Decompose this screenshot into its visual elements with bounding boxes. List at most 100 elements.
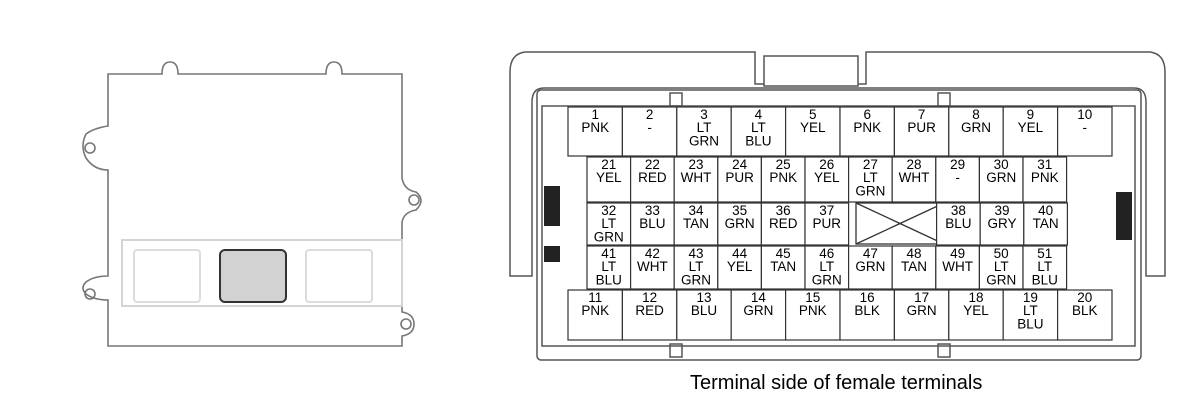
- terminal-cavity: [948, 106, 1004, 157]
- wire-color-label: PNK: [769, 170, 797, 185]
- terminal-number: 17: [914, 290, 929, 305]
- terminal-number: 11: [588, 290, 602, 305]
- terminal-number: 41: [601, 246, 616, 261]
- blocked-cavity: [855, 202, 945, 245]
- wire-color-label: YEL: [1018, 120, 1044, 135]
- terminal-number: 35: [732, 203, 747, 218]
- wire-color-label: WHT: [942, 259, 973, 274]
- wire-color-label: BLU: [1017, 316, 1043, 331]
- terminal-number: 1: [591, 107, 599, 122]
- terminal-cavity: [839, 106, 896, 157]
- terminal-number: 7: [918, 107, 926, 122]
- terminal-cavity: [621, 289, 678, 341]
- wire-color-label: GRN: [812, 272, 842, 287]
- wire-color-label: TAN: [901, 259, 927, 274]
- terminal-cavity: [629, 245, 675, 290]
- terminal-number: 46: [819, 246, 834, 261]
- terminal-number: 47: [863, 246, 878, 261]
- terminal-cavity: [1022, 245, 1068, 290]
- wire-color-label: YEL: [963, 303, 989, 318]
- wire-color-label: WHT: [637, 259, 668, 274]
- terminal-cavity: [586, 156, 632, 203]
- wire-color-label: LT: [994, 259, 1009, 274]
- wire-color-label: PUR: [813, 216, 842, 231]
- terminal-number: 43: [688, 246, 703, 261]
- wire-color-label: GRN: [855, 259, 885, 274]
- wire-color-label: BLU: [596, 272, 622, 287]
- wire-color-label: YEL: [814, 170, 840, 185]
- terminal-number: 27: [863, 157, 878, 172]
- wire-color-label: LT: [863, 170, 878, 185]
- terminal-cavity: [676, 289, 732, 341]
- wire-color-label: BLK: [1072, 303, 1098, 318]
- wire-color-label: BLK: [854, 303, 880, 318]
- wire-color-label: GRN: [855, 183, 885, 198]
- terminal-number: 50: [994, 246, 1009, 261]
- terminal-cavity: [891, 245, 937, 290]
- terminal-number: 16: [860, 290, 875, 305]
- terminal-number: 36: [776, 203, 791, 218]
- terminal-2: 2-: [621, 106, 678, 157]
- terminal-cavity: [567, 106, 624, 157]
- terminal-number: 5: [809, 107, 817, 122]
- wire-color-label: PNK: [581, 303, 609, 318]
- wire-color-label: BLU: [691, 303, 717, 318]
- diagram-caption: Terminal side of female terminals: [690, 372, 983, 394]
- wire-color-label: PUR: [907, 120, 936, 135]
- wire-color-label: GRN: [594, 229, 624, 244]
- terminal-cavity: [673, 156, 719, 203]
- wire-color-label: GRN: [743, 303, 773, 318]
- terminal-cavity: [717, 245, 762, 290]
- terminal-cavity: [804, 202, 850, 246]
- terminal-cavity: [804, 245, 850, 290]
- terminal-cavity: [717, 156, 762, 203]
- wire-color-label: BLU: [745, 133, 771, 148]
- wire-color-label: GRN: [907, 303, 937, 318]
- wire-color-label: -: [1083, 120, 1088, 135]
- terminal-number: 9: [1027, 107, 1035, 122]
- wire-color-label: LT: [697, 120, 712, 135]
- terminal-cavity: [629, 202, 675, 246]
- wire-color-label: RED: [769, 216, 798, 231]
- terminal-cavity: [891, 156, 937, 203]
- terminal-cavity: [1002, 106, 1059, 157]
- terminal-number: 34: [688, 203, 704, 218]
- wire-color-label: YEL: [596, 170, 622, 185]
- terminal-number: 23: [688, 157, 703, 172]
- wire-color-label: TAN: [1033, 216, 1059, 231]
- wire-color-label: GRN: [689, 133, 719, 148]
- terminal-number: 44: [732, 246, 748, 261]
- terminal-number: 13: [696, 290, 711, 305]
- terminal-number: 10: [1077, 107, 1092, 122]
- wire-color-label: GRN: [725, 216, 755, 231]
- terminal-cavity: [935, 245, 980, 290]
- terminal-number: 49: [950, 246, 965, 261]
- terminal-cavity: [621, 106, 678, 157]
- right-latch: [1116, 192, 1132, 240]
- terminal-number: 22: [645, 157, 660, 172]
- terminal-number: 18: [968, 290, 983, 305]
- terminal-number: 29: [950, 157, 965, 172]
- terminal-number: 51: [1037, 246, 1052, 261]
- left-latch: [544, 186, 560, 226]
- wire-color-label: BLU: [945, 216, 971, 231]
